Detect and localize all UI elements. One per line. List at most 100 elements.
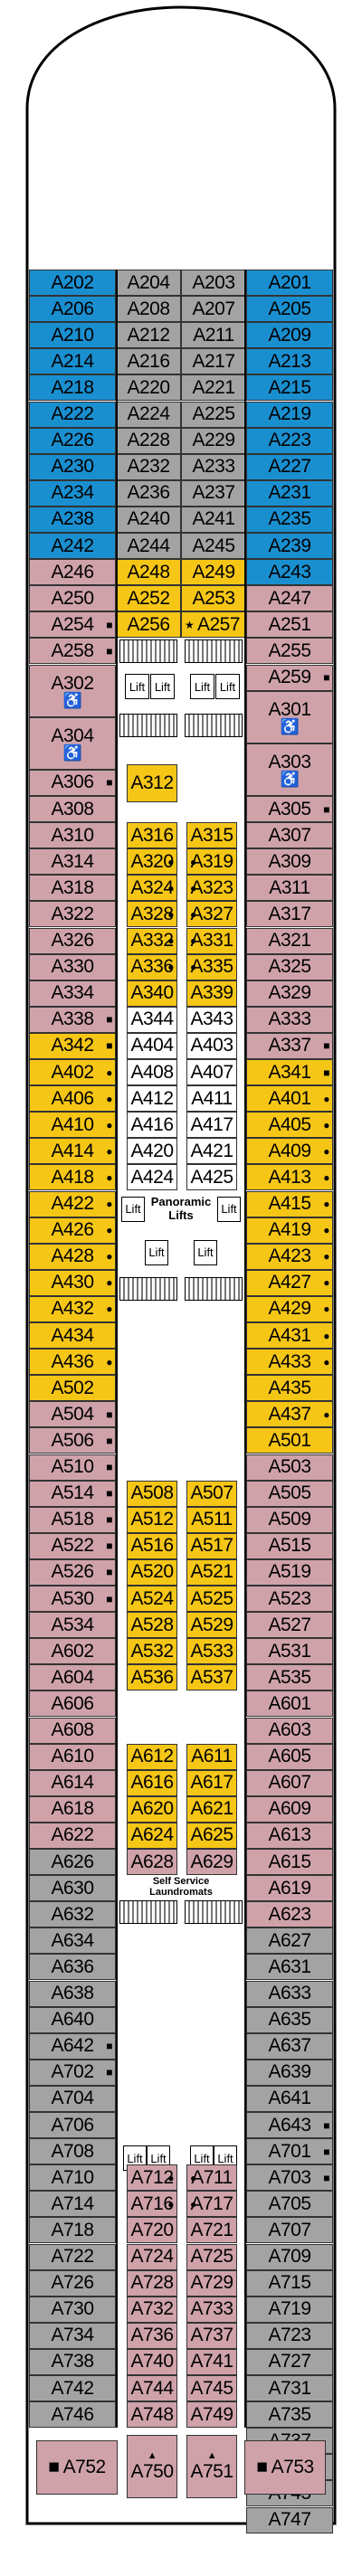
cabin-a409[interactable]: A409● [246,1138,333,1165]
cabin-a245[interactable]: A245 [181,533,246,560]
cabin-a614[interactable]: A614 [29,1769,116,1796]
cabin-a702[interactable]: A702■ [29,2059,116,2086]
cabin-a716[interactable]: A716● [127,2191,177,2218]
cabin-a533[interactable]: A533 [186,1638,237,1665]
cabin-a259[interactable]: A259■ [246,664,333,691]
cabin-a622[interactable]: A622 [29,1822,116,1849]
cabin-a601[interactable]: A601 [246,1690,333,1718]
cabin-a526[interactable]: A526■ [29,1558,116,1586]
cabin-a212[interactable]: A212 [116,322,181,349]
cabin-a415[interactable]: A415● [246,1190,333,1217]
cabin-a312[interactable]: A312 [127,763,177,802]
cabin-a734[interactable]: A734 [29,2322,116,2349]
cabin-a230[interactable]: A230 [29,453,116,480]
cabin-a211[interactable]: A211 [181,322,246,349]
cabin-a316[interactable]: A316 [127,822,177,849]
cabin-a629[interactable]: A629 [186,1849,237,1876]
cabin-a515[interactable]: A515 [246,1532,333,1559]
cabin-a410[interactable]: A410● [29,1112,116,1139]
cabin-a619[interactable]: A619 [246,1875,333,1902]
cabin-a202[interactable]: A202 [29,270,116,297]
cabin-a329[interactable]: A329 [246,980,333,1007]
cabin-a332[interactable]: A332● [127,927,177,954]
cabin-a401[interactable]: A401● [246,1085,333,1113]
cabin-a257[interactable]: A257★ [181,611,246,639]
cabin-a305[interactable]: A305■ [246,796,333,823]
cabin-a639[interactable]: A639 [246,2059,333,2086]
cabin-a320[interactable]: A320● [127,848,177,876]
cabin-a311[interactable]: A311 [246,875,333,902]
cabin-a751[interactable]: ▲A751 [186,2435,237,2499]
cabin-a403[interactable]: A403 [186,1032,237,1059]
cabin-a720[interactable]: A720 [127,2217,177,2244]
cabin-a239[interactable]: A239 [246,533,333,560]
cabin-a228[interactable]: A228 [116,427,181,454]
cabin-a521[interactable]: A521 [186,1558,237,1586]
cabin-a527[interactable]: A527 [246,1612,333,1639]
cabin-a336[interactable]: A336● [127,953,177,980]
cabin-a406[interactable]: A406● [29,1085,116,1113]
cabin-a727[interactable]: A727 [246,2348,333,2375]
cabin-a244[interactable]: A244 [116,533,181,560]
cabin-a736[interactable]: A736 [127,2322,177,2349]
cabin-a624[interactable]: A624 [127,1822,177,1849]
cabin-a633[interactable]: A633 [246,1980,333,2007]
cabin-a635[interactable]: A635 [246,2006,333,2033]
cabin-a524[interactable]: A524 [127,1586,177,1613]
cabin-a343[interactable]: A343 [186,1006,237,1033]
cabin-a522[interactable]: A522■ [29,1532,116,1559]
cabin-a518[interactable]: A518■ [29,1506,116,1533]
cabin-a637[interactable]: A637 [246,2032,333,2060]
cabin-a704[interactable]: A704 [29,2085,116,2112]
cabin-a333[interactable]: A333 [246,1006,333,1033]
cabin-a749[interactable]: A749 [186,2401,237,2429]
cabin-a434[interactable]: A434 [29,1322,116,1350]
cabin-a706[interactable]: A706 [29,2112,116,2139]
cabin-a528[interactable]: A528 [127,1612,177,1639]
cabin-a243[interactable]: A243 [246,559,333,586]
cabin-a634[interactable]: A634 [29,1927,116,1955]
cabin-a412[interactable]: A412 [127,1085,177,1113]
cabin-a514[interactable]: A514■ [29,1480,116,1507]
cabin-a531[interactable]: A531 [246,1638,333,1665]
cabin-a231[interactable]: A231 [246,479,333,507]
cabin-a628[interactable]: A628 [127,1849,177,1876]
cabin-a240[interactable]: A240 [116,506,181,533]
cabin-a611[interactable]: A611 [186,1743,237,1770]
cabin-a337[interactable]: A337■ [246,1032,333,1059]
cabin-a213[interactable]: A213 [246,348,333,375]
cabin-a608[interactable]: A608 [29,1717,116,1744]
cabin-a232[interactable]: A232 [116,453,181,480]
cabin-a321[interactable]: A321 [246,927,333,954]
cabin-a227[interactable]: A227 [246,453,333,480]
cabin-a302[interactable]: A302♿ [29,664,116,717]
cabin-a433[interactable]: A433● [246,1349,333,1376]
cabin-a419[interactable]: A419● [246,1217,333,1244]
cabin-a241[interactable]: A241 [181,506,246,533]
cabin-a248[interactable]: A248 [116,559,181,586]
cabin-a323[interactable]: A323● [186,875,237,902]
cabin-a638[interactable]: A638 [29,1980,116,2007]
cabin-a752[interactable]: ■ A752 [36,2440,118,2496]
cabin-a731[interactable]: A731 [246,2375,333,2402]
cabin-a742[interactable]: A742 [29,2375,116,2402]
cabin-a529[interactable]: A529 [186,1612,237,1639]
cabin-a746[interactable]: A746 [29,2401,116,2429]
cabin-a512[interactable]: A512 [127,1506,177,1533]
cabin-a318[interactable]: A318 [29,875,116,902]
cabin-a729[interactable]: A729 [186,2269,237,2297]
cabin-a426[interactable]: A426● [29,1217,116,1244]
cabin-a604[interactable]: A604 [29,1664,116,1691]
cabin-a610[interactable]: A610 [29,1743,116,1770]
cabin-a718[interactable]: A718 [29,2217,116,2244]
cabin-a519[interactable]: A519 [246,1558,333,1586]
cabin-a724[interactable]: A724 [127,2243,177,2270]
cabin-a509[interactable]: A509 [246,1506,333,1533]
cabin-a428[interactable]: A428● [29,1243,116,1270]
cabin-a719[interactable]: A719 [246,2296,333,2323]
cabin-a721[interactable]: A721 [186,2217,237,2244]
cabin-a431[interactable]: A431● [246,1322,333,1350]
cabin-a234[interactable]: A234 [29,479,116,507]
cabin-a607[interactable]: A607 [246,1769,333,1796]
cabin-a221[interactable]: A221 [181,374,246,402]
